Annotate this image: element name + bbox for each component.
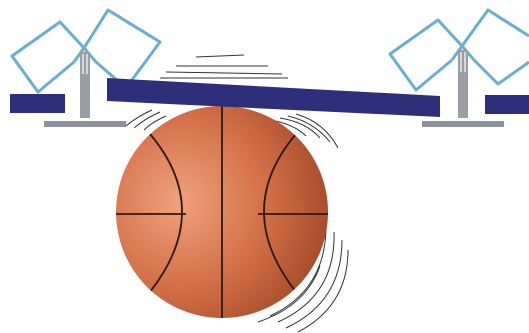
left-base-plate — [44, 121, 126, 127]
right-base-plate — [422, 121, 504, 127]
tilted-beam — [107, 78, 440, 117]
right-beam-stub — [485, 95, 529, 114]
right-support-post — [458, 50, 468, 118]
basketball-icon — [114, 104, 330, 320]
left-mount — [10, 10, 160, 127]
left-beam-stub — [10, 94, 65, 113]
left-support-post — [80, 52, 90, 118]
